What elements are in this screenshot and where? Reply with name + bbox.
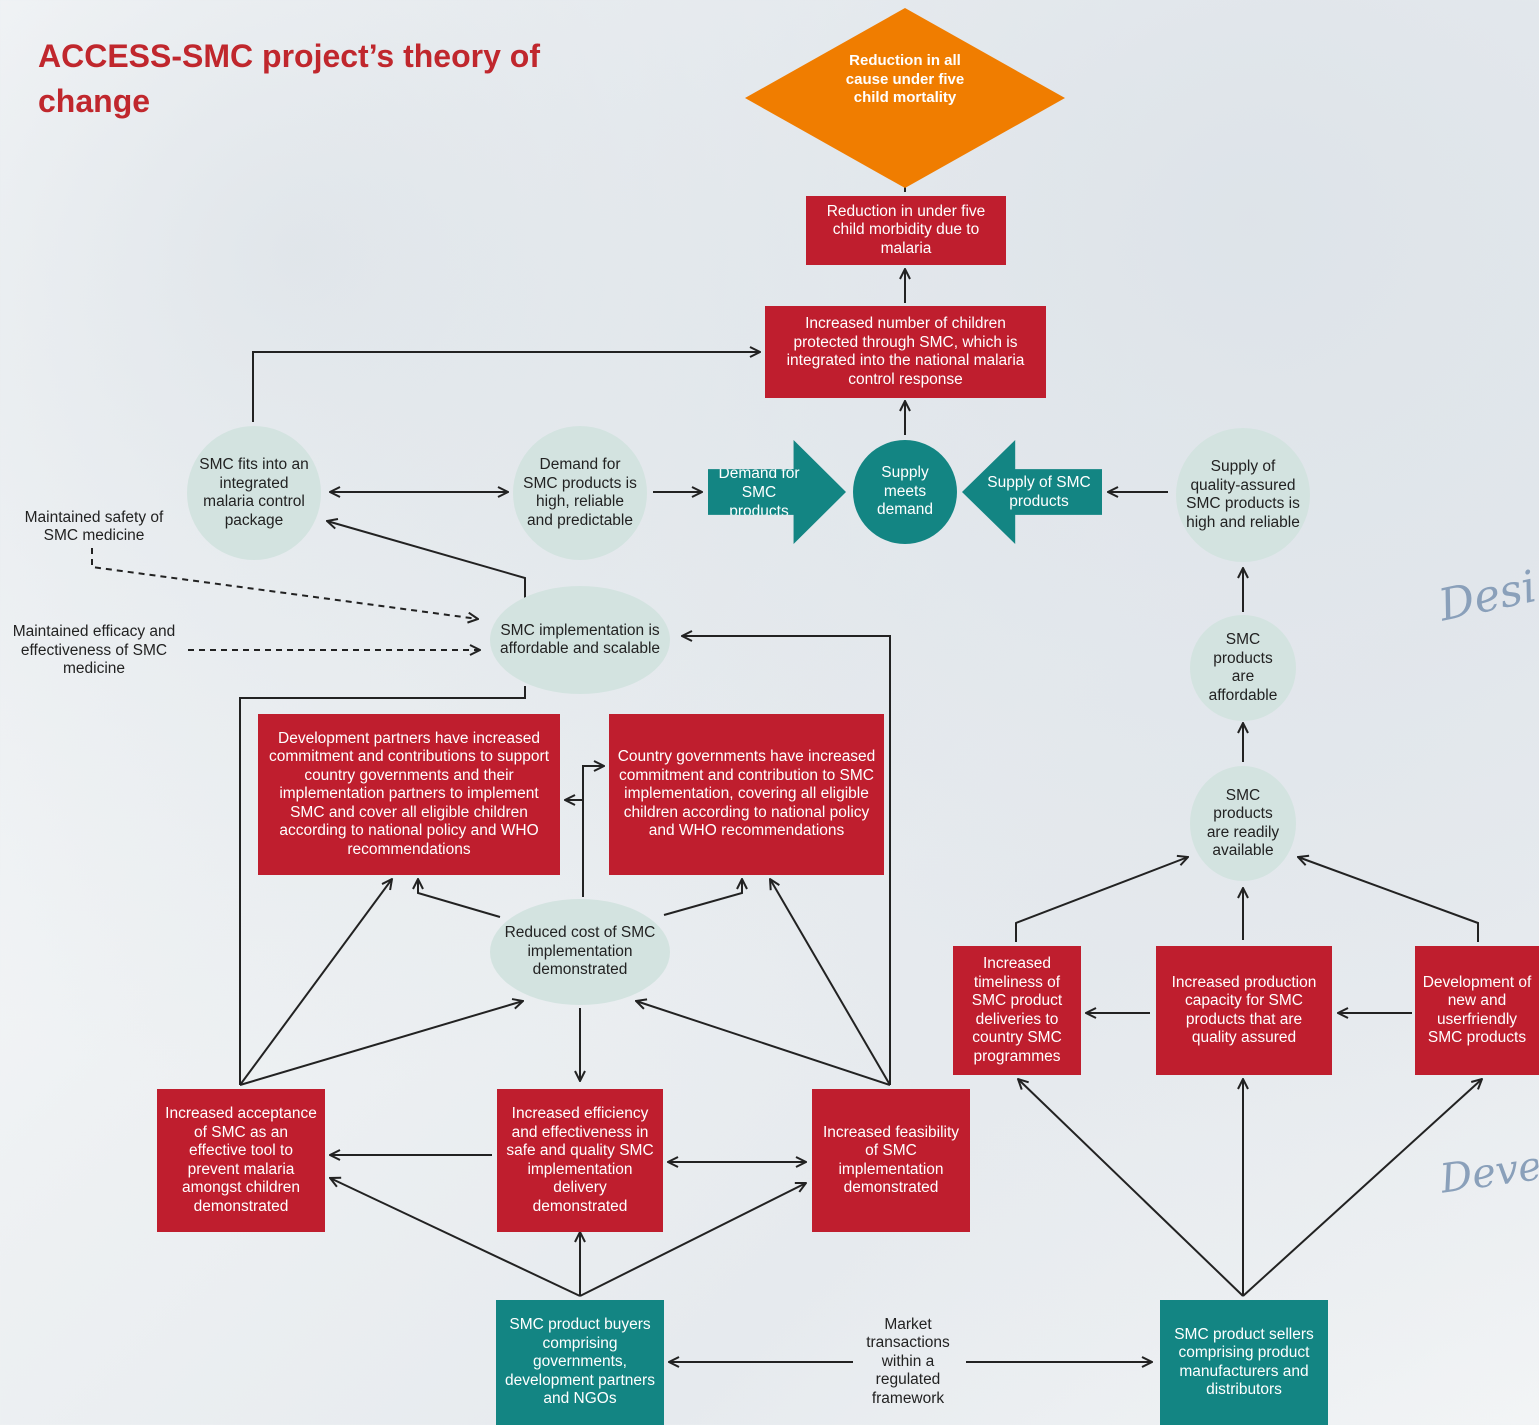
goal-label: Reduction in all cause under five child … bbox=[845, 52, 965, 106]
market-label: Market transactions within a regulated f… bbox=[866, 1315, 950, 1407]
supply-quality-oval: Supply of quality-assured SMC products i… bbox=[1176, 428, 1310, 562]
children-protected-box: Increased number of children protected t… bbox=[765, 306, 1046, 398]
feasibility-box: Increased feasibility of SMC implementat… bbox=[812, 1089, 970, 1232]
integrated-package-oval: SMC fits into an integrated malaria cont… bbox=[187, 426, 321, 560]
country-gov-box: Country governments have increased commi… bbox=[609, 714, 884, 875]
acceptance-box: Increased acceptance of SMC as an effect… bbox=[157, 1089, 325, 1232]
buyers-box: SMC product buyers comprising government… bbox=[496, 1300, 664, 1425]
safety-label: Maintained safety of SMC medicine bbox=[24, 508, 164, 545]
efficiency-box: Increased efficiency and effectiveness i… bbox=[497, 1089, 663, 1232]
dev-partners-box: Development partners have increased comm… bbox=[258, 714, 560, 875]
demand-high-oval: Demand for SMC products is high, reliabl… bbox=[513, 426, 647, 560]
products-affordable-oval: SMC products are affordable bbox=[1190, 615, 1296, 721]
morbidity-box: Reduction in under five child morbidity … bbox=[806, 196, 1006, 265]
production-capacity-box: Increased production capacity for SMC pr… bbox=[1156, 946, 1332, 1075]
reduced-cost-oval: Reduced cost of SMC implementation demon… bbox=[490, 899, 670, 1005]
efficacy-label: Maintained efficacy and effectiveness of… bbox=[12, 623, 176, 678]
timeliness-box: Increased timeliness of SMC product deli… bbox=[953, 946, 1081, 1075]
page-title: ACCESS-SMC project’s theory of change bbox=[38, 38, 540, 119]
new-products-box: Development of new and userfriendly SMC … bbox=[1415, 946, 1539, 1075]
readily-available-oval: SMC products are readily available bbox=[1190, 766, 1296, 881]
sellers-box: SMC product sellers comprising product m… bbox=[1160, 1300, 1328, 1425]
supply-meets-demand-circle: Supply meets demand bbox=[853, 440, 957, 544]
affordable-scalable-oval: SMC implementation is affordable and sca… bbox=[490, 586, 670, 694]
